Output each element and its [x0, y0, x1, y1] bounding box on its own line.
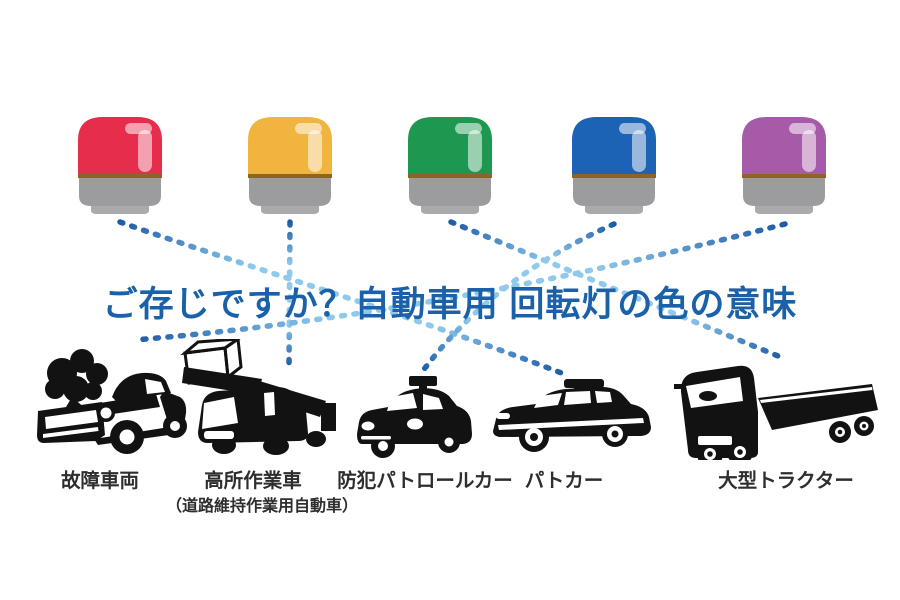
purple-beacon-icon [742, 117, 826, 214]
blue-beacon-icon [572, 117, 656, 214]
beacon-ring [248, 174, 332, 178]
smoke-puff [45, 349, 108, 409]
beacon-foot [585, 206, 643, 214]
label-crime-prevention-patrol-car: 防犯パトロールカー [337, 470, 513, 492]
vehicle-breakdown-car [32, 347, 187, 464]
beacon-ring [742, 174, 826, 178]
sublabel-road-maintenance-vehicle: （道路維持作業用自動車） [165, 498, 358, 515]
beacon-base [743, 178, 825, 206]
patrol-car-body [357, 376, 472, 458]
truck-details [202, 392, 275, 439]
beacon-yellow [245, 114, 335, 214]
tractor-body [674, 365, 878, 467]
beacon-ring [78, 174, 162, 178]
vehicle-large-tractor [674, 354, 884, 467]
police-car-details [496, 391, 644, 446]
beacon-base [573, 178, 655, 206]
tractor-details [686, 377, 873, 460]
police-car-body [493, 379, 651, 452]
beacon-ring [572, 174, 656, 178]
vehicle-crime-prevention-patrol-car [355, 376, 475, 465]
beacon-ring [408, 174, 492, 178]
police-car-hubs [530, 430, 619, 441]
vehicle-police-car [488, 377, 656, 458]
label-aerial-work-platform: 高所作業車 [204, 470, 302, 492]
beacon-purple [739, 114, 829, 214]
large-tractor-icon [674, 365, 878, 467]
beacon-red [75, 114, 165, 214]
beacon-foot [755, 206, 813, 214]
crime-prevention-patrol-car-icon [357, 376, 472, 458]
beacon-highlight [802, 130, 816, 172]
beacon-highlight [632, 130, 646, 172]
beacon-highlight [468, 130, 482, 172]
beacon-green [405, 114, 495, 214]
yellow-beacon-icon [248, 117, 332, 214]
patrol-car-details [361, 393, 454, 451]
beacon-foot [421, 206, 479, 214]
green-beacon-icon [408, 117, 492, 214]
connector-red-to-police-car [117, 219, 567, 377]
beacon-foot [91, 206, 149, 214]
vehicle-aerial-work-platform [180, 336, 338, 468]
beacon-foot [261, 206, 319, 214]
beacon-highlight [308, 130, 322, 172]
tractor-window-reflection [699, 391, 866, 457]
connector-purple-to-breakdown-car [131, 221, 788, 343]
red-beacon-icon [78, 117, 162, 214]
police-car-icon [493, 379, 651, 452]
beacon-base [409, 178, 491, 206]
beacon-blue [569, 114, 659, 214]
aerial-work-platform-icon [180, 336, 336, 455]
label-breakdown-car: 故障車両 [60, 470, 139, 492]
beacon-base [249, 178, 331, 206]
beacon-base [79, 178, 161, 206]
page-title: ご存じですか？自動車用 回転灯の色の意味 [102, 285, 798, 324]
connector-yellow-to-aerial-work-platform [286, 219, 293, 369]
breakdown-car-icon [37, 349, 187, 454]
connector-green-to-large-tractor [448, 219, 786, 361]
car-details [43, 379, 180, 445]
beacon-highlight [138, 130, 152, 172]
label-police-car: パトカー [524, 470, 604, 492]
label-large-tractor: 大型トラクター [718, 470, 854, 492]
